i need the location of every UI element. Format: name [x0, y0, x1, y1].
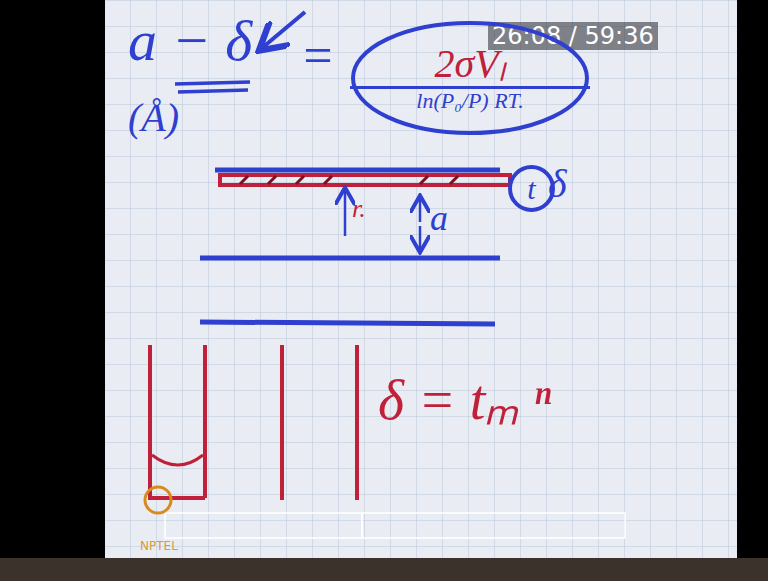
equals-sign: = [300, 30, 335, 82]
pointer-arrow [262, 12, 305, 48]
circled-thickness: t [507, 164, 556, 213]
denominator: ln(P₀/P) RT. [350, 89, 590, 113]
circled-fraction: 2σVₗln(P₀/P) RT. [350, 20, 590, 136]
double-underline [175, 82, 250, 92]
a-arrow-up [419, 198, 422, 222]
capillary-tube [150, 345, 205, 498]
numerator: 2σVₗ [350, 42, 590, 89]
upper-wall [215, 168, 500, 173]
meniscus [152, 455, 203, 465]
channel-logo: NPTEL [140, 540, 178, 552]
adsorbed-film [220, 175, 510, 185]
equation-lhs: a − δ [128, 12, 252, 70]
thickness-equation: δ = tₘ ⁿ [378, 372, 551, 428]
unit-label: (Å) [128, 98, 179, 138]
capillary-tube [282, 345, 357, 500]
progress-bar [165, 513, 625, 538]
paper [105, 0, 737, 562]
film-hatch [240, 176, 458, 184]
radius-label: r. [352, 196, 366, 222]
a-arrow-down [419, 226, 422, 250]
gap-label: a [430, 200, 448, 236]
desk-strip [0, 558, 768, 581]
mid-plane [200, 256, 500, 261]
numerator: t [507, 172, 556, 205]
lower-wall [200, 322, 495, 324]
nptel-logo [145, 487, 171, 513]
grid [105, 0, 737, 562]
radius-arrow [344, 190, 347, 236]
progress-cursor [361, 513, 363, 538]
